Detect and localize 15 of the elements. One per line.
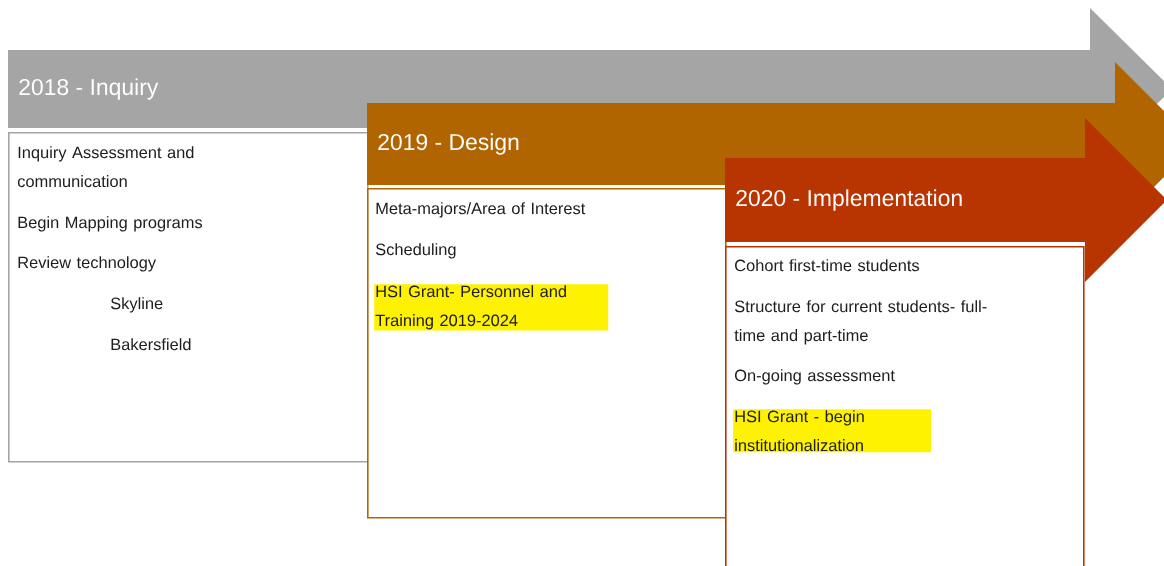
text-box: [367, 188, 727, 519]
list-item: Structure for current students- full-time and part-time: [734, 300, 987, 345]
list-item: Cohort first-time students: [735, 259, 920, 272]
list-item: Begin Mapping programs: [18, 216, 203, 232]
list-item: Inquiry Assessment and communication: [17, 146, 194, 188]
list-item: On-going assessment: [735, 369, 895, 385]
highlighted-text: HSI Grant - begin institutionalization: [733, 409, 932, 453]
list-item: Skyline: [110, 297, 163, 313]
text-box: [725, 246, 1085, 566]
text-box: [8, 132, 369, 463]
list-item: Review technology: [18, 256, 157, 272]
list-item: Meta-majors/Area of Interest: [376, 202, 586, 218]
list-item: Bakersfield: [111, 338, 191, 351]
highlighted-text: HSI Grant- Personnel and Training 2019-2024: [374, 284, 609, 331]
list-item: Scheduling: [375, 243, 456, 259]
